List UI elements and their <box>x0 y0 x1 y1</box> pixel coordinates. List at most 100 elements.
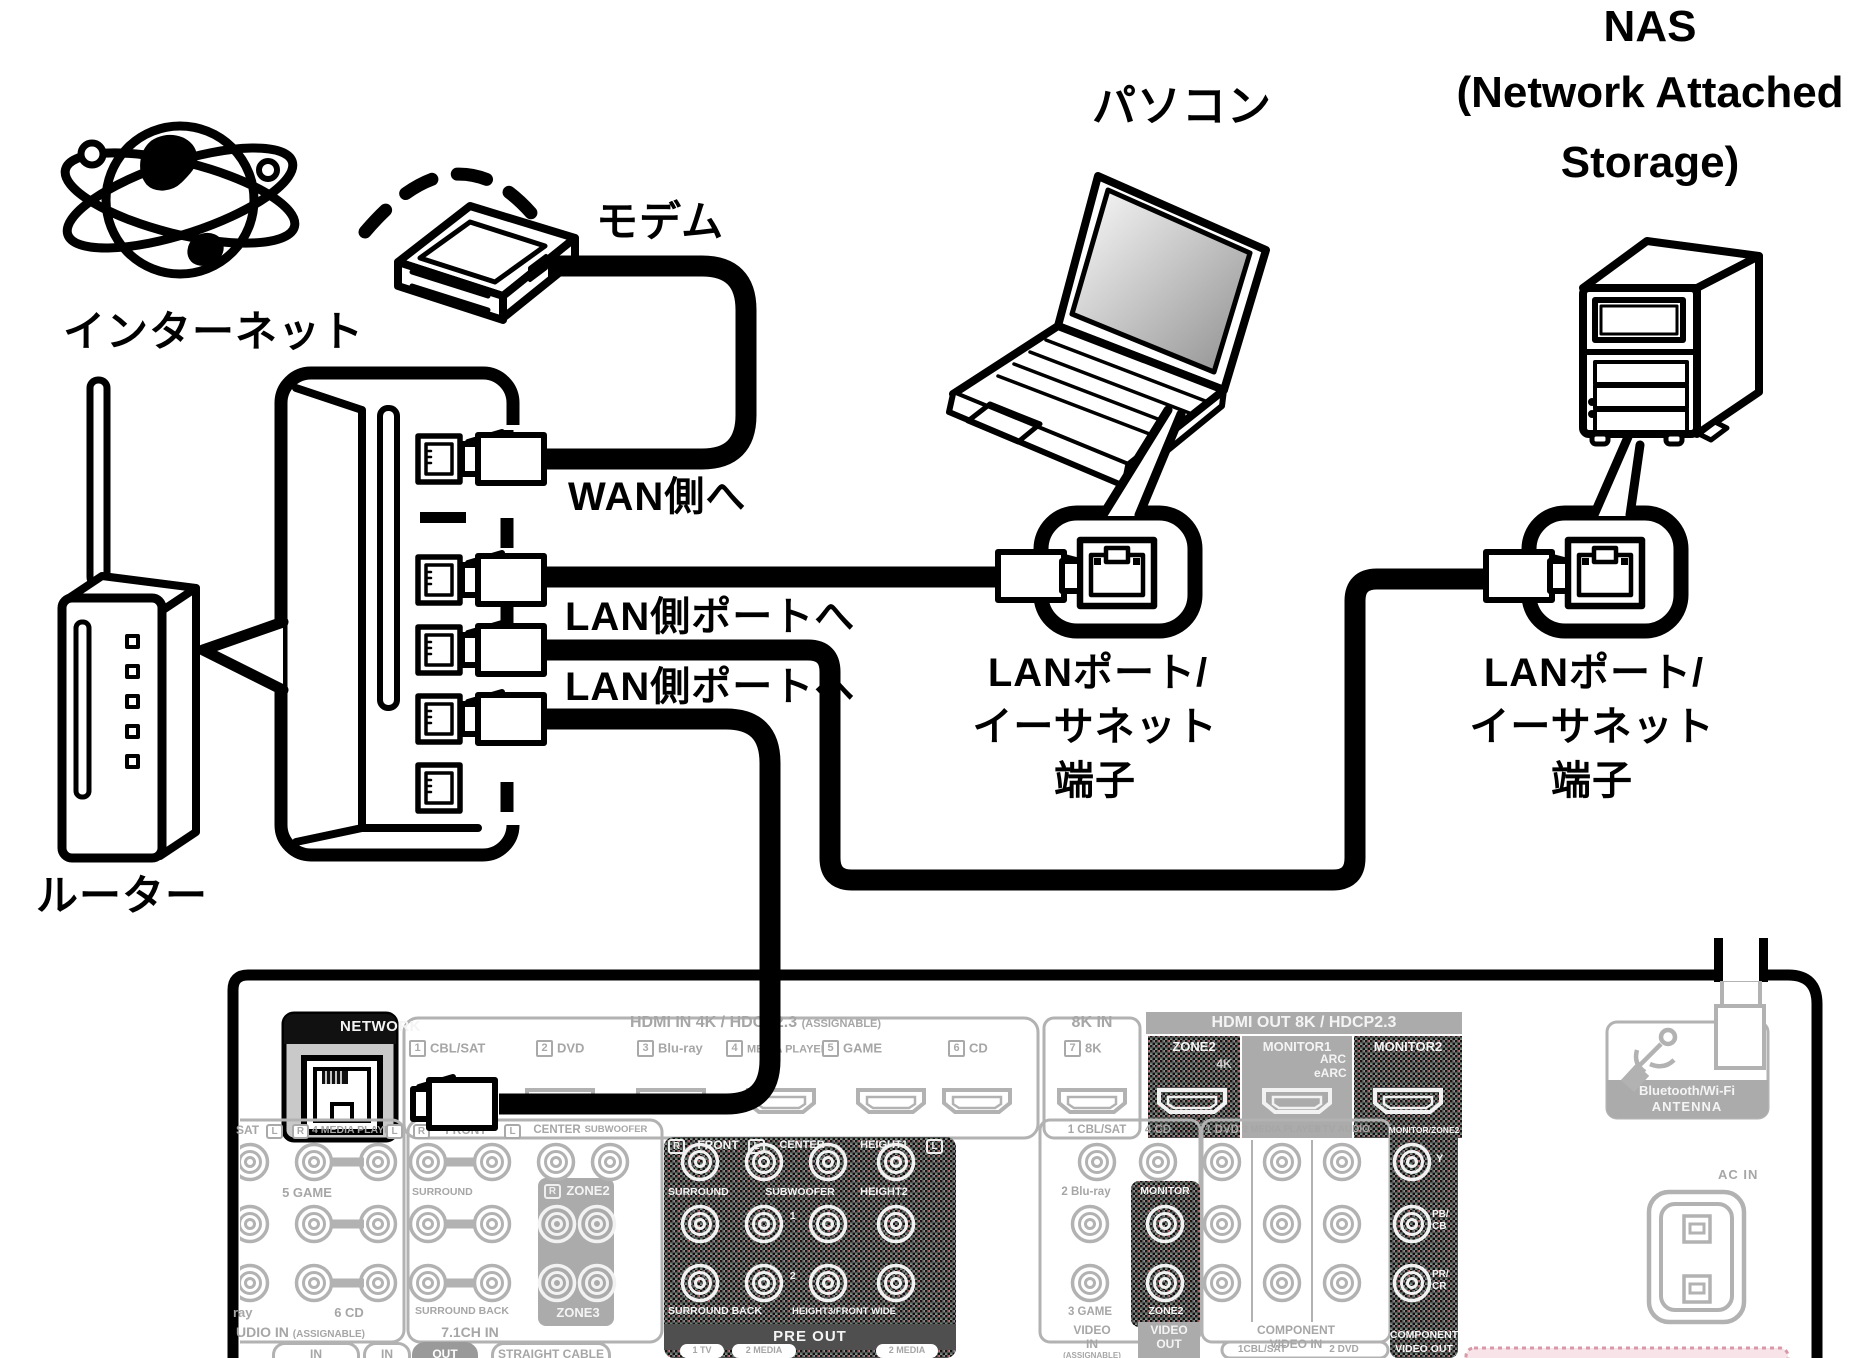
bluetooth-label-2: ANTENNA <box>1651 1099 1723 1114</box>
pc-label: パソコン <box>1092 82 1272 131</box>
comp-out-footer-1: COMPONENT <box>1389 1329 1459 1341</box>
pink-strip <box>1464 1346 1790 1358</box>
wireless-arc <box>358 167 539 239</box>
hdmi-out-arc: ARC <box>1320 1052 1346 1066</box>
badge-l: L <box>386 1124 403 1139</box>
router-label: ルーター <box>36 872 209 919</box>
hdmi-8k-box <box>1042 1016 1142 1140</box>
ch71-subwoofer: SUBWOOFER <box>584 1124 648 1135</box>
comp-pill-dvd: 2 DVD <box>1329 1344 1359 1355</box>
po-subwoofer: SUBWOOFER <box>765 1186 835 1198</box>
po-sub-num1: 1 <box>790 1211 796 1222</box>
hdmi-out-earc: eARC <box>1314 1066 1347 1080</box>
pc-port-label-2: イーサネット <box>972 705 1218 749</box>
badge-r: R <box>292 1124 309 1139</box>
cable-router-receiver <box>499 708 781 1115</box>
ch71-footer: 7.1CH IN <box>441 1324 499 1340</box>
video-out-footer-1: VIDEO <box>1150 1323 1188 1337</box>
po-front: FRONT <box>697 1138 739 1152</box>
comp-pr: PR/ <box>1432 1269 1449 1280</box>
network-label: NETWORK <box>340 1018 421 1035</box>
comp-in-footer-1: COMPONENT <box>1257 1323 1335 1337</box>
comp-out-footer-2: VIDEO OUT <box>1395 1343 1453 1355</box>
ac-in-label: AC IN <box>1718 1167 1759 1182</box>
video-zone2: ZONE2 <box>1148 1305 1184 1317</box>
po-height3-front-wide: HEIGHT3/FRONT WIDE <box>792 1306 896 1317</box>
nas-port-label-2: イーサネット <box>1469 705 1715 749</box>
comp-monitor-zone2: MONITOR/ZONE2 <box>1388 1125 1460 1135</box>
comp-pill-cbl: 1CBL/SAT <box>1237 1344 1287 1355</box>
antenna-rod-icon <box>1714 938 1768 982</box>
lan-cables <box>499 255 1488 1115</box>
internet-globe-icon <box>60 121 300 279</box>
router-icon <box>57 376 200 863</box>
cable-modem-wan <box>544 255 757 470</box>
modem-label: モデム <box>596 198 725 245</box>
comp-y: Y <box>1436 1153 1444 1165</box>
ch71-surround: SURROUND <box>412 1186 473 1198</box>
po-pill-tv: 1 TV <box>692 1345 712 1355</box>
badge-l: L <box>266 1124 283 1139</box>
hdmi-out-4k: 4K <box>1216 1057 1232 1071</box>
analog-game: 5 GAME <box>282 1185 332 1200</box>
hdmi-8k-title: 8K IN <box>1071 1014 1113 1031</box>
video-in-footer-2: IN <box>1086 1337 1098 1351</box>
preout-footer: PRE OUT <box>773 1328 847 1345</box>
comp-tv: 3 TV AUDIO <box>1314 1124 1370 1135</box>
pill-out: OUT <box>412 1342 478 1358</box>
hdmi-out-title: HDMI OUT 8K / HDCP2.3 <box>1211 1014 1397 1031</box>
video-monitor: MONITOR <box>1140 1185 1190 1197</box>
po-height2: HEIGHT2 <box>860 1186 908 1198</box>
comp-cr: CR <box>1432 1281 1447 1292</box>
comp-pb: PB/ <box>1432 1209 1449 1220</box>
video-bluray: 2 Blu-ray <box>1061 1186 1111 1198</box>
ch71-center: CENTER <box>533 1124 581 1136</box>
nas-icon <box>1579 237 1763 447</box>
video-game: 3 GAME <box>1067 1306 1113 1318</box>
pill-in-2: IN <box>363 1342 411 1358</box>
po-surround: SURROUND <box>668 1186 729 1198</box>
nas-label-line1: NAS <box>1603 2 1697 51</box>
po-pill-media: 2 MEDIA <box>745 1345 783 1355</box>
zone2-out: ZONE2 <box>566 1183 610 1198</box>
rca-jacks-gray <box>240 1142 1362 1303</box>
video-out-footer <box>1138 1322 1200 1358</box>
comp-dvd: 1 DVD <box>1205 1124 1239 1136</box>
bluetooth-wifi-block <box>1605 981 1770 1120</box>
nas-port-label-3: 端子 <box>1551 759 1633 803</box>
modem-icon <box>394 202 579 324</box>
pill-in-1: IN <box>272 1342 360 1358</box>
video-cblsat: 1 CBL/SAT <box>1067 1124 1127 1136</box>
po-height1: HEIGHT1 <box>860 1139 908 1151</box>
comp-in-footer-2: VIDEO IN <box>1269 1337 1323 1351</box>
pc-port-label-3: 端子 <box>1054 759 1136 803</box>
zone3-out: ZONE3 <box>556 1305 600 1320</box>
nas-port-label-1: LANポート/ <box>1483 651 1705 695</box>
ch71-surround-back: SURROUND BACK <box>415 1305 509 1317</box>
analog-sat: SAT <box>236 1123 260 1137</box>
pc-port-label-1: LANポート/ <box>987 651 1209 695</box>
hdmi-out-header <box>1146 1012 1462 1034</box>
video-out-footer-2: OUT <box>1156 1337 1182 1351</box>
badge-r: R <box>413 1124 430 1139</box>
comp-media: 2 MEDIA PLAYER <box>1242 1124 1322 1135</box>
preout-block <box>664 1137 956 1358</box>
hdmi-out-monitor1: MONITOR1 <box>1262 1039 1332 1054</box>
po-surround-back: SURROUND BACK <box>668 1305 762 1317</box>
nas-label-line2: (Network Attached <box>1456 68 1844 117</box>
badge-r: R <box>544 1184 561 1199</box>
po-center: CENTER <box>779 1139 825 1151</box>
analog-footer: UDIO IN (ASSIGNABLE) <box>236 1324 366 1340</box>
to-wan-label: WAN側へ <box>568 475 747 519</box>
cable-router-nas <box>544 568 1488 891</box>
nas-label-line3: Storage) <box>1560 138 1740 187</box>
